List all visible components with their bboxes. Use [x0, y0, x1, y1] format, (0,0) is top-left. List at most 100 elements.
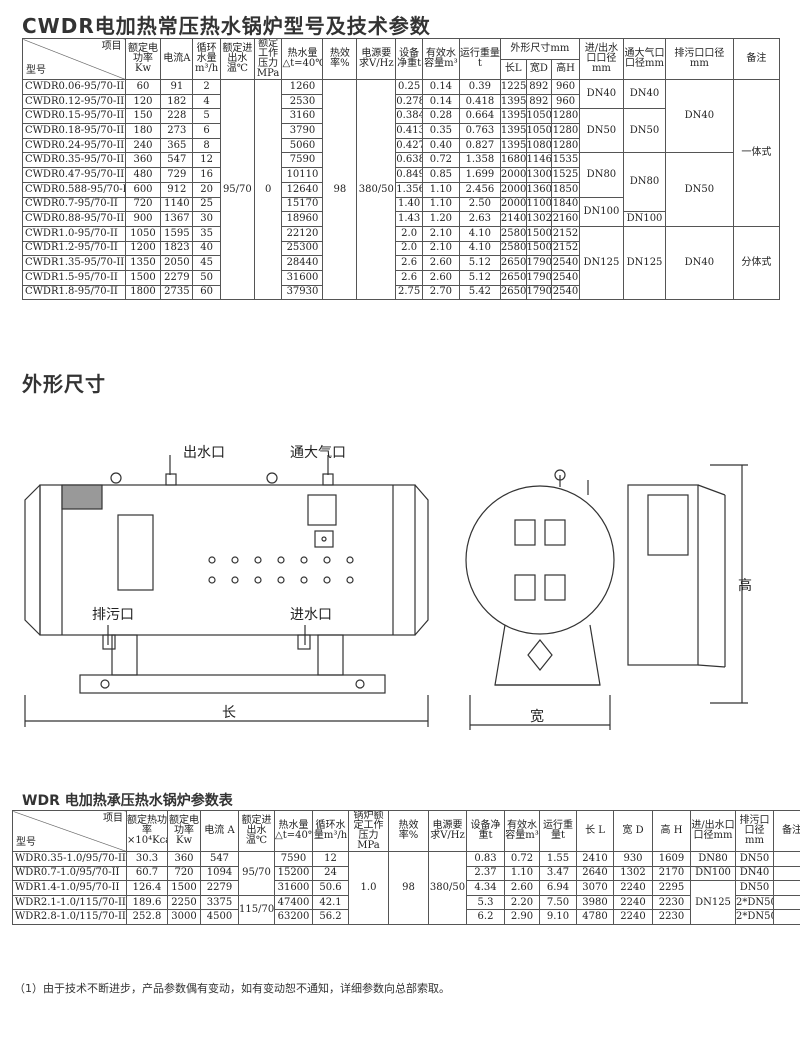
remark-cell: 分体式 [732, 225, 781, 301]
flow-cell: 6 [192, 123, 221, 139]
length-cell: 2410 [576, 851, 614, 867]
remark-cell [773, 865, 800, 882]
height-cell: 1280 [551, 123, 580, 139]
header-len: 长L [499, 58, 527, 80]
inout-cell: DN100 [578, 196, 624, 227]
height-cell: 2540 [551, 269, 580, 286]
current-cell: 547 [200, 851, 239, 867]
net-weight-cell: 0.427 [395, 137, 423, 154]
boiler-outline-drawing: 出水口 通大气口 排污口 进水口 长 宽 高 [24, 445, 752, 730]
label-inlet: 进水口 [290, 607, 332, 623]
temp-cell: 95/70 [238, 851, 275, 896]
length-cell: 1225 [499, 79, 527, 95]
width-cell: 1050 [525, 108, 553, 125]
length-cell: 2580 [499, 225, 527, 242]
width-cell: 930 [613, 851, 653, 867]
height-cell: 2230 [652, 909, 691, 925]
current-cell: 1367 [160, 211, 194, 227]
table3-title: WDR 电加热承压热水锅炉参数表 [22, 793, 233, 809]
length-cell: 4780 [576, 909, 614, 925]
height-cell: 2160 [551, 211, 580, 227]
pressure-cell: 0 [253, 78, 283, 301]
run-weight-cell: 9.10 [539, 909, 577, 925]
header-remark: 备注 [732, 38, 781, 80]
power-cell: 2250 [167, 894, 201, 911]
height-cell: 2295 [652, 880, 691, 896]
header-pressure: 锅炉额定工作压力MPa [348, 810, 389, 852]
width-cell: 1790 [525, 269, 553, 286]
hot-water-cell: 22120 [281, 225, 324, 242]
net-weight-cell: 2.37 [466, 865, 505, 882]
current-cell: 1595 [160, 225, 194, 242]
hot-water-cell: 12640 [281, 181, 324, 198]
hot-water-cell: 28440 [281, 255, 324, 271]
header-current: 电流A [160, 38, 194, 80]
net-weight-cell: 2.6 [395, 255, 423, 271]
drain-cell: DN40 [665, 225, 734, 301]
header-flow: 循环水量m³/h [312, 810, 349, 852]
drain-cell: DN50 [735, 880, 774, 896]
net-weight-cell: 0.849 [395, 167, 423, 183]
capacity-cell: 1.10 [421, 196, 460, 213]
net-weight-cell: 0.25 [395, 79, 423, 95]
run-weight-cell: 0.827 [458, 137, 501, 154]
header-net-weight: 设备净重t [395, 38, 423, 80]
power-cell: 150 [124, 108, 162, 125]
length-cell: 2640 [576, 865, 614, 882]
width-cell: 1790 [525, 255, 553, 271]
power-cell: 360 [124, 152, 162, 169]
inout-cell: DN125 [578, 225, 624, 301]
vent-cell: DN40 [622, 78, 667, 110]
hot-water-cell: 10110 [281, 167, 324, 183]
run-weight-cell: 0.39 [458, 79, 501, 95]
capacity-cell: 2.10 [421, 225, 460, 242]
run-weight-cell: 4.10 [458, 225, 501, 242]
hot-water-cell: 7590 [274, 851, 313, 867]
capacity-cell: 2.60 [421, 269, 460, 286]
header-inout: 进/出水口口径mm [578, 38, 624, 80]
flow-cell: 60 [192, 284, 221, 301]
net-weight-cell: 2.75 [395, 284, 423, 301]
length-cell: 3980 [576, 894, 614, 911]
length-cell: 1395 [499, 93, 527, 110]
hot-water-cell: 3790 [281, 123, 324, 139]
net-weight-cell: 2.6 [395, 269, 423, 286]
model-cell: CWDR1.5-95/70-II [22, 269, 126, 286]
length-cell: 2580 [499, 240, 527, 257]
hot-water-cell: 47400 [274, 894, 313, 911]
model-cell: WDR1.4-1.0/95/70-II [12, 880, 127, 896]
height-cell: 2152 [551, 225, 580, 242]
current-cell: 2279 [160, 269, 194, 286]
supply-cell: 380/50 [428, 851, 467, 925]
height-cell: 1535 [551, 152, 580, 169]
remark-cell [773, 894, 800, 911]
flow-cell: 16 [192, 167, 221, 183]
model-cell: CWDR0.15-95/70-II [22, 108, 126, 125]
flow-cell: 12 [312, 851, 349, 867]
header-drain: 排污口口径mm [735, 810, 774, 852]
power-cell: 1500 [124, 269, 162, 286]
current-cell: 547 [160, 152, 194, 169]
label-length: 长 [222, 705, 236, 721]
length-cell: 1395 [499, 137, 527, 154]
corner-bottom: 型号 [26, 65, 46, 76]
current-cell: 273 [160, 123, 194, 139]
width-cell: 2240 [613, 909, 653, 925]
header-wid: 宽 D [613, 810, 653, 852]
control-cabinet [627, 484, 699, 666]
net-weight-cell: 2.0 [395, 240, 423, 257]
run-weight-cell: 3.47 [539, 865, 577, 882]
label-drain: 排污口 [92, 607, 134, 623]
header-pressure: 额定工作压力MPa [253, 38, 283, 80]
run-weight-cell: 1.55 [539, 851, 577, 867]
net-weight-cell: 4.34 [466, 880, 505, 896]
run-weight-cell: 5.12 [458, 269, 501, 286]
header-current: 电流 A [200, 810, 239, 852]
